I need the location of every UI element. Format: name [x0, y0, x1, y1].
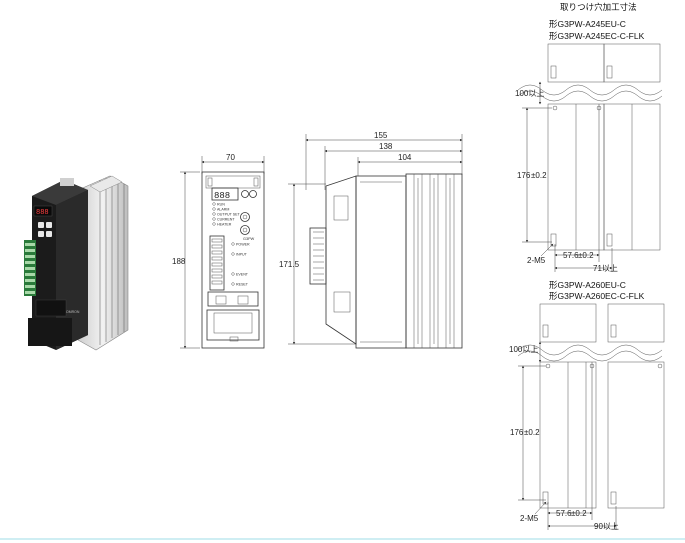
svg-text:EVENT: EVENT: [236, 273, 249, 277]
terminal-strip: [24, 240, 36, 296]
side-body-label: 104: [398, 153, 412, 162]
front-model-badge: G3PW: [243, 237, 255, 241]
product-body: 888 OMRON: [24, 178, 88, 350]
svg-text:RESET: RESET: [236, 283, 249, 287]
side-height-label: 171.5: [279, 260, 300, 269]
mount-a260-gap-label: 100以上: [509, 345, 538, 354]
side-heatsink: [405, 173, 463, 349]
mount-a245-hole-pitch: 57.6: [563, 251, 579, 260]
front-display: [211, 187, 239, 201]
heatsink-fins: [77, 175, 129, 351]
mount-a245-model-1: 形G3PW-A245EU-C: [549, 19, 626, 29]
mount-a245-hole-pitch-tol: ±0.2: [578, 251, 594, 260]
svg-text:HEATER: HEATER: [217, 223, 232, 227]
front-width-label: 70: [226, 153, 235, 162]
side-view: 155 138 104 171.5: [279, 131, 463, 349]
side-overall-label: 155: [374, 131, 388, 140]
mount-a260-height-label: 176: [510, 428, 524, 437]
mount-a245: 形G3PW-A245EU-C 形G3PW-A245EC-C-FLK 100以上 …: [515, 19, 663, 273]
mount-a245-gap-label: 100以上: [515, 89, 544, 98]
mount-a245-height-tol: ±0.2: [531, 171, 547, 180]
svg-text:INPUT: INPUT: [236, 253, 248, 257]
bottom-rule: [0, 538, 685, 540]
product-display: [33, 205, 53, 217]
svg-text:POWER: POWER: [236, 243, 250, 247]
mount-a260: 形G3PW-A260EU-C 形G3PW-A260EC-C-FLK 100以上 …: [509, 280, 665, 531]
mount-a245-hole-label: 2-M5: [527, 256, 546, 265]
svg-text:ALARM: ALARM: [217, 208, 229, 212]
mount-a245-height-label: 176: [517, 171, 531, 180]
mount-a260-height-tol: ±0.2: [524, 428, 540, 437]
mount-a260-model-2: 形G3PW-A260EC-C-FLK: [549, 291, 645, 301]
svg-text:CURRENT: CURRENT: [217, 218, 235, 222]
mount-a260-hole-pitch-tol: ±0.2: [571, 509, 587, 518]
front-display-value: 888: [214, 191, 230, 201]
product-photo: 888 OMRON: [24, 175, 129, 351]
mount-a245-pitch-label: 71以上: [593, 264, 618, 273]
mount-a260-hole-pitch: 57.6: [556, 509, 572, 518]
mount-a245-model-2: 形G3PW-A245EC-C-FLK: [549, 31, 645, 41]
svg-text:OUTPUT SET: OUTPUT SET: [217, 213, 241, 217]
svg-text:RUN: RUN: [217, 203, 225, 207]
front-view: 70 188 888 RUN ALARM OUTPUT SET CURRENT …: [172, 153, 265, 349]
mount-a260-pitch-label: 90以上: [594, 522, 619, 531]
mount-a260-hole-label: 2-M5: [520, 514, 539, 523]
page-title: 取りつけ穴加工寸法: [560, 2, 637, 12]
side-middle-label: 138: [379, 142, 393, 151]
mount-a260-model-1: 形G3PW-A260EU-C: [549, 280, 626, 290]
indicator-labels: RUN ALARM OUTPUT SET CURRENT HEATER POWE…: [212, 202, 250, 287]
svg-text:888: 888: [36, 209, 49, 217]
brand-mark: OMRON: [66, 310, 80, 314]
front-height-label: 188: [172, 257, 186, 266]
front-terminal-block: [209, 235, 225, 291]
